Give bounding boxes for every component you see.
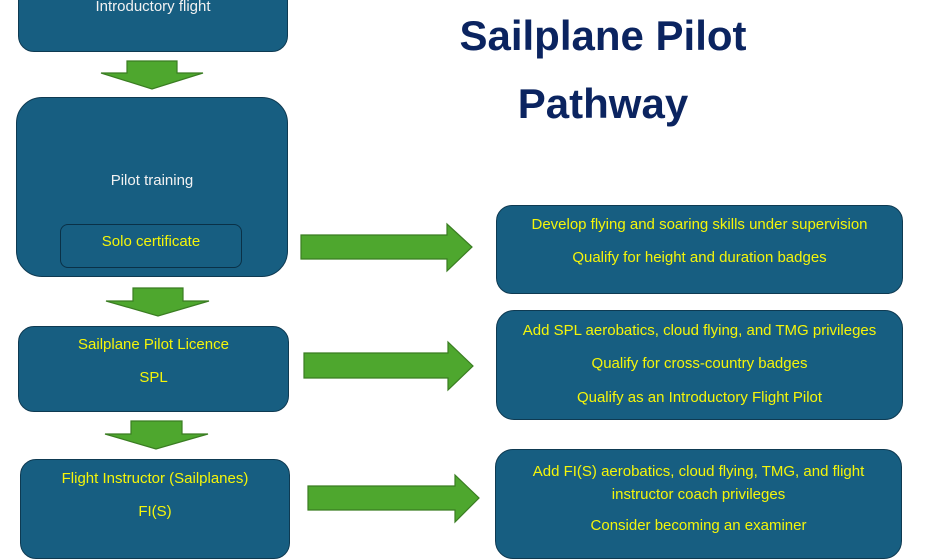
title-line-1: Sailplane Pilot — [459, 12, 747, 59]
stage-label: Sailplane Pilot Licence — [78, 336, 229, 353]
outcome-box-3: Add FI(S) aerobatics, cloud flying, TMG,… — [495, 449, 902, 559]
solo-certificate-label: Solo certificate — [101, 233, 201, 250]
stage-sailplane-pilot-licence: Sailplane Pilot Licence SPL — [18, 326, 289, 412]
down-arrow-shape — [105, 287, 210, 317]
outcome-box-2: Add SPL aerobatics, cloud flying, and TM… — [496, 310, 903, 420]
outcome-line: Qualify as an Introductory Flight Pilot — [576, 389, 823, 406]
down-arrow-shape — [100, 60, 204, 90]
stage-label: Pilot training — [110, 172, 194, 189]
solo-certificate-box: Solo certificate — [60, 224, 242, 268]
stage-abbr: FI(S) — [138, 503, 172, 520]
right-arrow-icon — [300, 222, 473, 273]
right-arrow-icon — [303, 340, 474, 392]
title-line-2: Pathway — [517, 80, 689, 127]
down-arrow-shape — [104, 420, 209, 450]
stage-label: Flight Instructor (Sailplanes) — [61, 470, 249, 487]
outcome-line: Consider becoming an examiner — [590, 517, 807, 534]
right-arrow-shape — [303, 340, 474, 392]
down-arrow-icon — [104, 420, 209, 450]
stage-introductory-flight: Introductory flight — [18, 0, 288, 52]
stage-label: Introductory flight — [95, 0, 211, 15]
outcome-line: Add SPL aerobatics, cloud flying, and TM… — [522, 322, 877, 339]
right-arrow-icon — [307, 473, 480, 524]
stage-abbr: SPL — [139, 369, 168, 386]
stage-pilot-training: Pilot training Solo certificate — [16, 97, 288, 277]
outcome-box-1: Develop flying and soaring skills under … — [496, 205, 903, 294]
down-arrow-icon — [105, 287, 210, 317]
outcome-line: Qualify for cross-country badges — [591, 355, 808, 372]
outcome-line: Develop flying and soaring skills under … — [531, 216, 868, 233]
stage-flight-instructor: Flight Instructor (Sailplanes) FI(S) — [20, 459, 290, 559]
right-arrow-shape — [300, 222, 473, 273]
outcome-line: Qualify for height and duration badges — [572, 249, 827, 266]
right-arrow-shape — [307, 473, 480, 524]
down-arrow-icon — [100, 60, 204, 90]
outcome-line: Add FI(S) aerobatics, cloud flying, TMG,… — [532, 463, 865, 503]
